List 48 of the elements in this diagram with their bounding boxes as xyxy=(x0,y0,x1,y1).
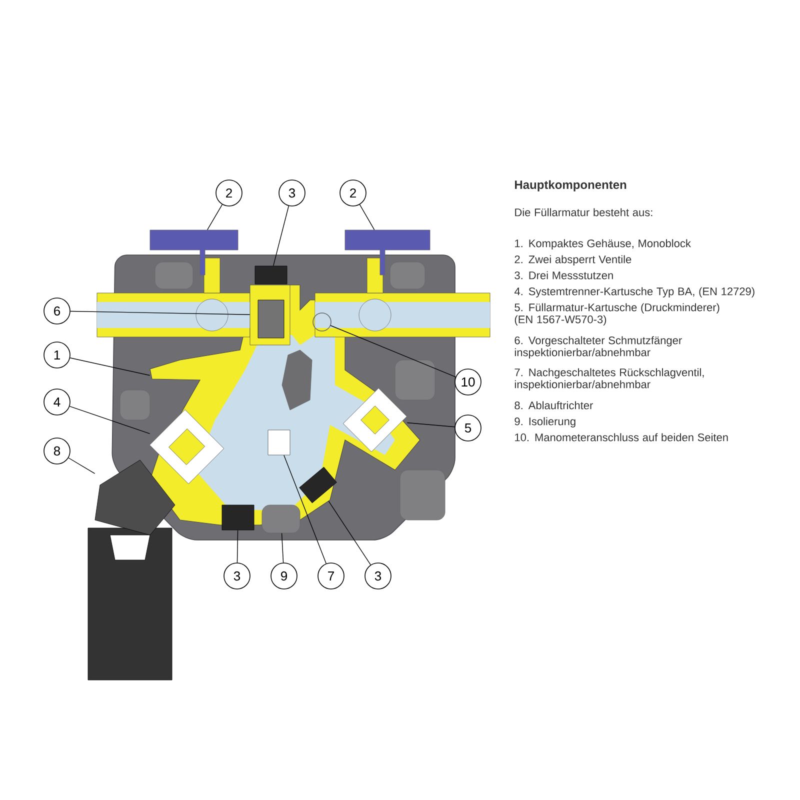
list-item: 8. Ablauftrichter xyxy=(514,401,593,410)
leader-line xyxy=(68,458,96,474)
list-item: 5. Füllarmatur-Kartusche (Druckminderer) (EN 1567-W570-3) xyxy=(514,303,720,326)
callout-number: 9 xyxy=(270,562,298,590)
callout-number: 8 xyxy=(44,438,70,464)
leader-line xyxy=(236,530,238,563)
list-item: 9. Isolierung xyxy=(514,417,576,428)
list-item: 6. Vorgeschalteter Schmutzfänger inspektionierbar/abnehmbar xyxy=(514,336,682,358)
insulation-pocket xyxy=(154,262,194,290)
list-item: 7. Nachgeschaltetes Rückschlagventil, inspektionierbar/abnehmbar xyxy=(514,368,704,390)
insulation-pocket xyxy=(394,360,436,400)
callout-number: 5 xyxy=(454,414,482,442)
leader-line xyxy=(273,206,290,266)
callout-number: 4 xyxy=(44,388,70,416)
list-item: 10. Manometeranschluss auf beiden Seiten xyxy=(515,433,728,442)
insulation-pocket xyxy=(400,470,446,520)
heading: Hauptkomponenten xyxy=(515,180,626,192)
leader-line xyxy=(281,532,284,563)
valve-handle xyxy=(150,230,238,276)
leader-line xyxy=(70,358,150,376)
callout-number: 3 xyxy=(364,562,392,590)
insulation-pocket xyxy=(390,262,426,290)
leader-line xyxy=(328,500,371,566)
leader-line xyxy=(69,406,150,434)
intro-text: Die Füllarmatur besteht aus: xyxy=(515,208,652,216)
list-item: 1. Kompaktes Gehäuse, Monoblock xyxy=(515,239,691,250)
callout-number: 2 xyxy=(340,180,366,206)
list-item: 3. Drei Messstutzen xyxy=(514,271,613,280)
callout-number: 6 xyxy=(44,298,70,324)
leader-line xyxy=(207,204,223,230)
leader-line xyxy=(406,422,455,428)
leader-line xyxy=(284,454,326,564)
callout-number: 10 xyxy=(454,368,482,396)
callout-number: 3 xyxy=(278,180,306,206)
leader-line xyxy=(70,310,250,315)
leader-line xyxy=(359,204,375,230)
callout-number: 1 xyxy=(44,342,70,368)
test-port xyxy=(254,266,288,284)
callout-number: 2 xyxy=(216,180,242,206)
drain-funnel xyxy=(94,460,176,536)
list-item: 2. Zwei absperrt Ventile xyxy=(514,255,632,266)
callout-number: 7 xyxy=(318,562,344,590)
test-port xyxy=(222,504,254,530)
valve-handle xyxy=(344,230,430,276)
callout-number: 3 xyxy=(224,562,250,590)
insulation-pocket xyxy=(120,390,150,420)
list-item: 4. Systemtrenner-Kartusche Typ BA, (EN 12729) xyxy=(514,287,754,298)
insulation-pocket xyxy=(262,504,300,534)
